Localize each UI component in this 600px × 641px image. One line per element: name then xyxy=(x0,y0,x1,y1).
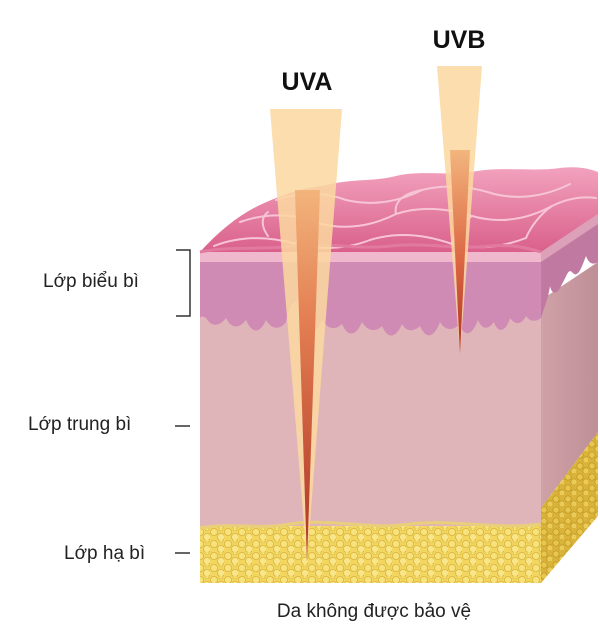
epidermis-outer-stripe-side xyxy=(541,214,598,262)
dermis-front-face xyxy=(200,300,541,528)
skin-block xyxy=(199,167,598,583)
epidermis-outer-stripe xyxy=(200,252,541,262)
hypodermis-label: Lớp hạ bì xyxy=(64,543,145,564)
skin-top-surface xyxy=(200,167,598,252)
epidermis-side-face xyxy=(541,214,598,318)
epidermis-label: Lớp biểu bì xyxy=(43,271,139,292)
skin-front-rim xyxy=(199,243,542,254)
epidermis-front-face xyxy=(200,252,541,336)
hypodermis-boundary xyxy=(199,520,542,530)
hypodermis-front-face xyxy=(200,526,541,583)
dermis-side-face xyxy=(541,262,598,508)
uva-beam-core xyxy=(295,190,320,562)
uva-label: UVA xyxy=(282,68,333,96)
uvb-ray xyxy=(437,66,482,354)
uvb-beam-core xyxy=(450,150,470,354)
dermis-label: Lớp trung bì xyxy=(28,414,131,435)
uvb-label: UVB xyxy=(433,26,486,54)
uva-ray xyxy=(270,109,342,562)
epidermis-bracket xyxy=(176,249,191,317)
diagram-caption: Da không được bảo vệ xyxy=(277,601,471,622)
hypodermis-side-face xyxy=(541,432,598,583)
